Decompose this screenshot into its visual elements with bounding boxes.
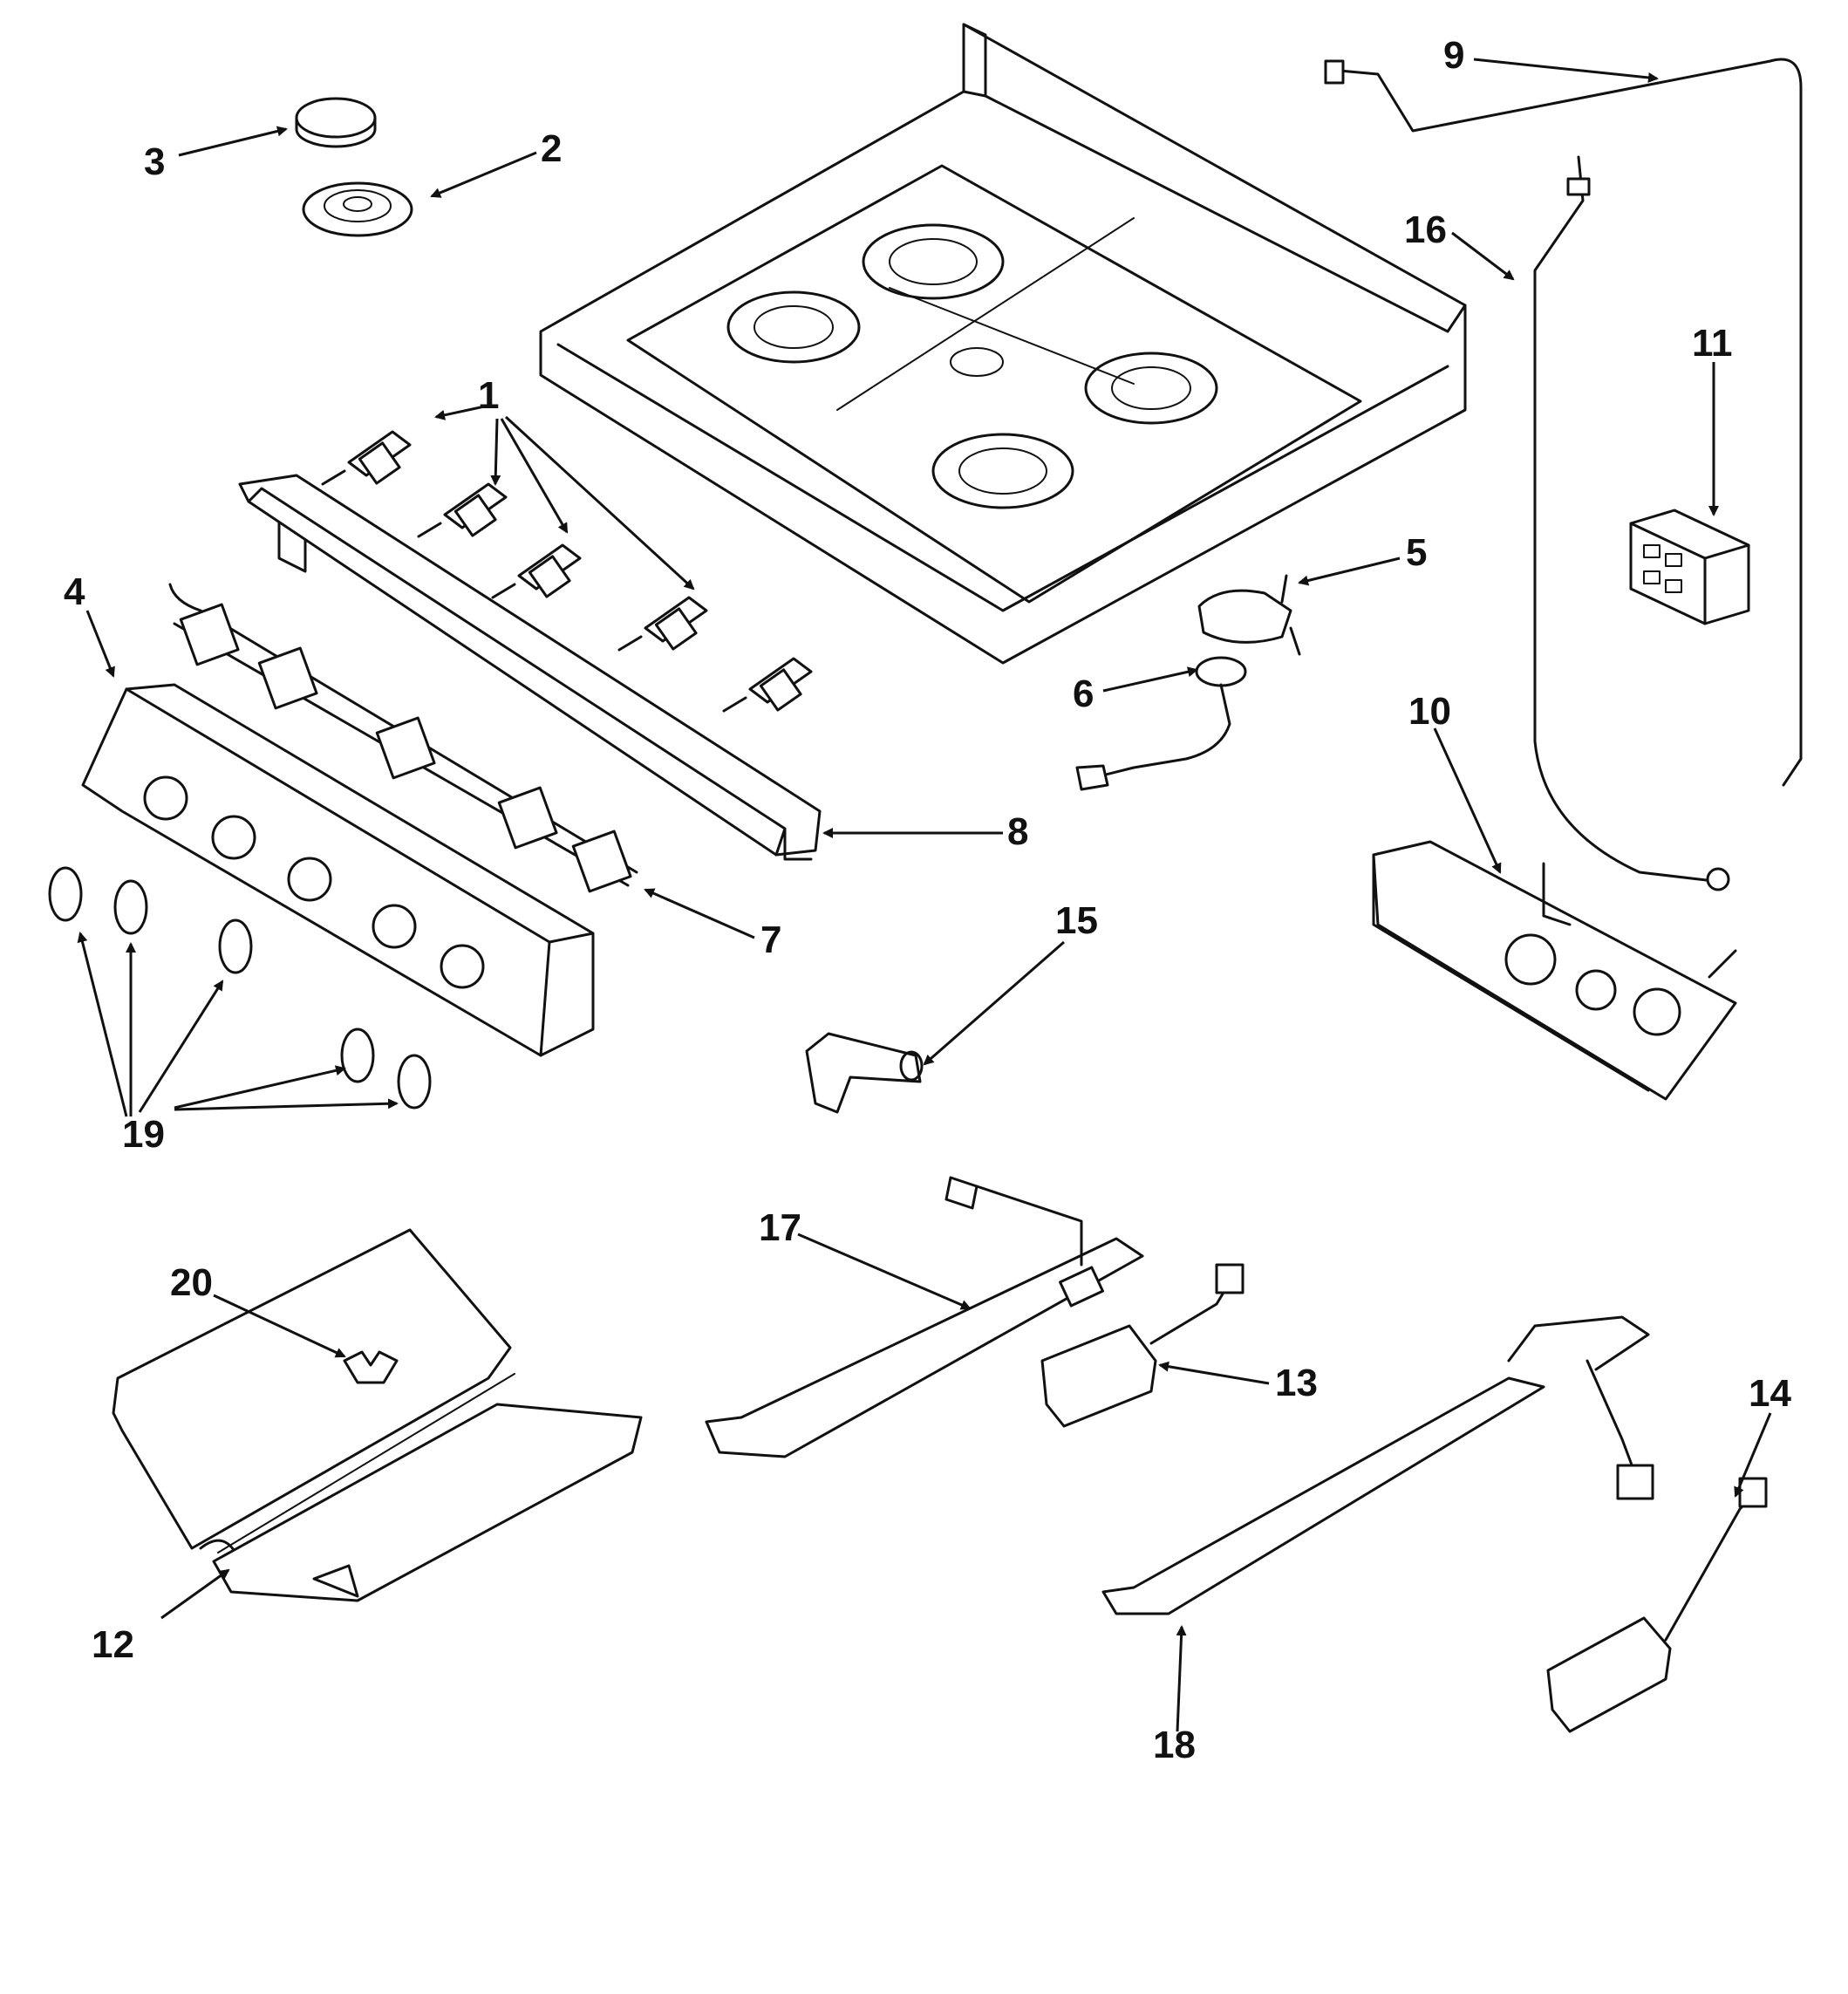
callout-labels: 1 2 3 4 5 6 7 8 9 10 11 12 13 14 15 16 1… (64, 34, 1791, 1766)
cooktop-main-top (539, 23, 1467, 665)
callout-9: 9 (1443, 34, 1464, 77)
surface-valves (321, 430, 813, 713)
regulator-gas-line (1075, 656, 1247, 791)
broil-burner (1101, 1315, 1654, 1615)
control-knobs (48, 866, 432, 1110)
callout-16: 16 (1404, 208, 1447, 251)
control-panel (81, 683, 595, 1057)
wing-nut (343, 1350, 399, 1384)
callout-13: 13 (1275, 1362, 1318, 1404)
callout-12: 12 (92, 1623, 134, 1666)
callout-5: 5 (1406, 531, 1427, 574)
burner-cap (295, 97, 377, 148)
callout-14: 14 (1749, 1372, 1791, 1415)
gas-tube-16 (1533, 155, 1730, 891)
callout-15: 15 (1055, 899, 1098, 942)
callout-4: 4 (64, 570, 85, 613)
broil-igniter (1546, 1477, 1768, 1733)
ignition-switch-harness (168, 583, 638, 893)
callout-18: 18 (1153, 1724, 1196, 1766)
callout-1: 1 (478, 374, 499, 417)
bake-burner (705, 1176, 1144, 1458)
pressure-regulator (1197, 574, 1301, 656)
callout-19: 19 (122, 1113, 165, 1156)
orifice-fitting (805, 1032, 924, 1114)
oven-valve-bracket (1372, 840, 1737, 1101)
manifold-bracket (238, 474, 822, 861)
gas-tube-9 (1324, 58, 1803, 787)
callout-17: 17 (759, 1206, 801, 1249)
callout-6: 6 (1073, 673, 1094, 715)
burner-head (302, 181, 413, 237)
bake-igniter (1040, 1263, 1245, 1428)
callout-20: 20 (170, 1261, 213, 1304)
spark-module (1629, 509, 1750, 625)
leader-lines (77, 58, 1772, 1732)
callout-8: 8 (1007, 810, 1028, 853)
callout-10: 10 (1408, 690, 1451, 733)
callout-11: 11 (1692, 322, 1733, 365)
burner-shield (112, 1228, 643, 1602)
callout-3: 3 (144, 140, 165, 183)
callout-2: 2 (541, 127, 562, 170)
callout-7: 7 (760, 918, 781, 961)
